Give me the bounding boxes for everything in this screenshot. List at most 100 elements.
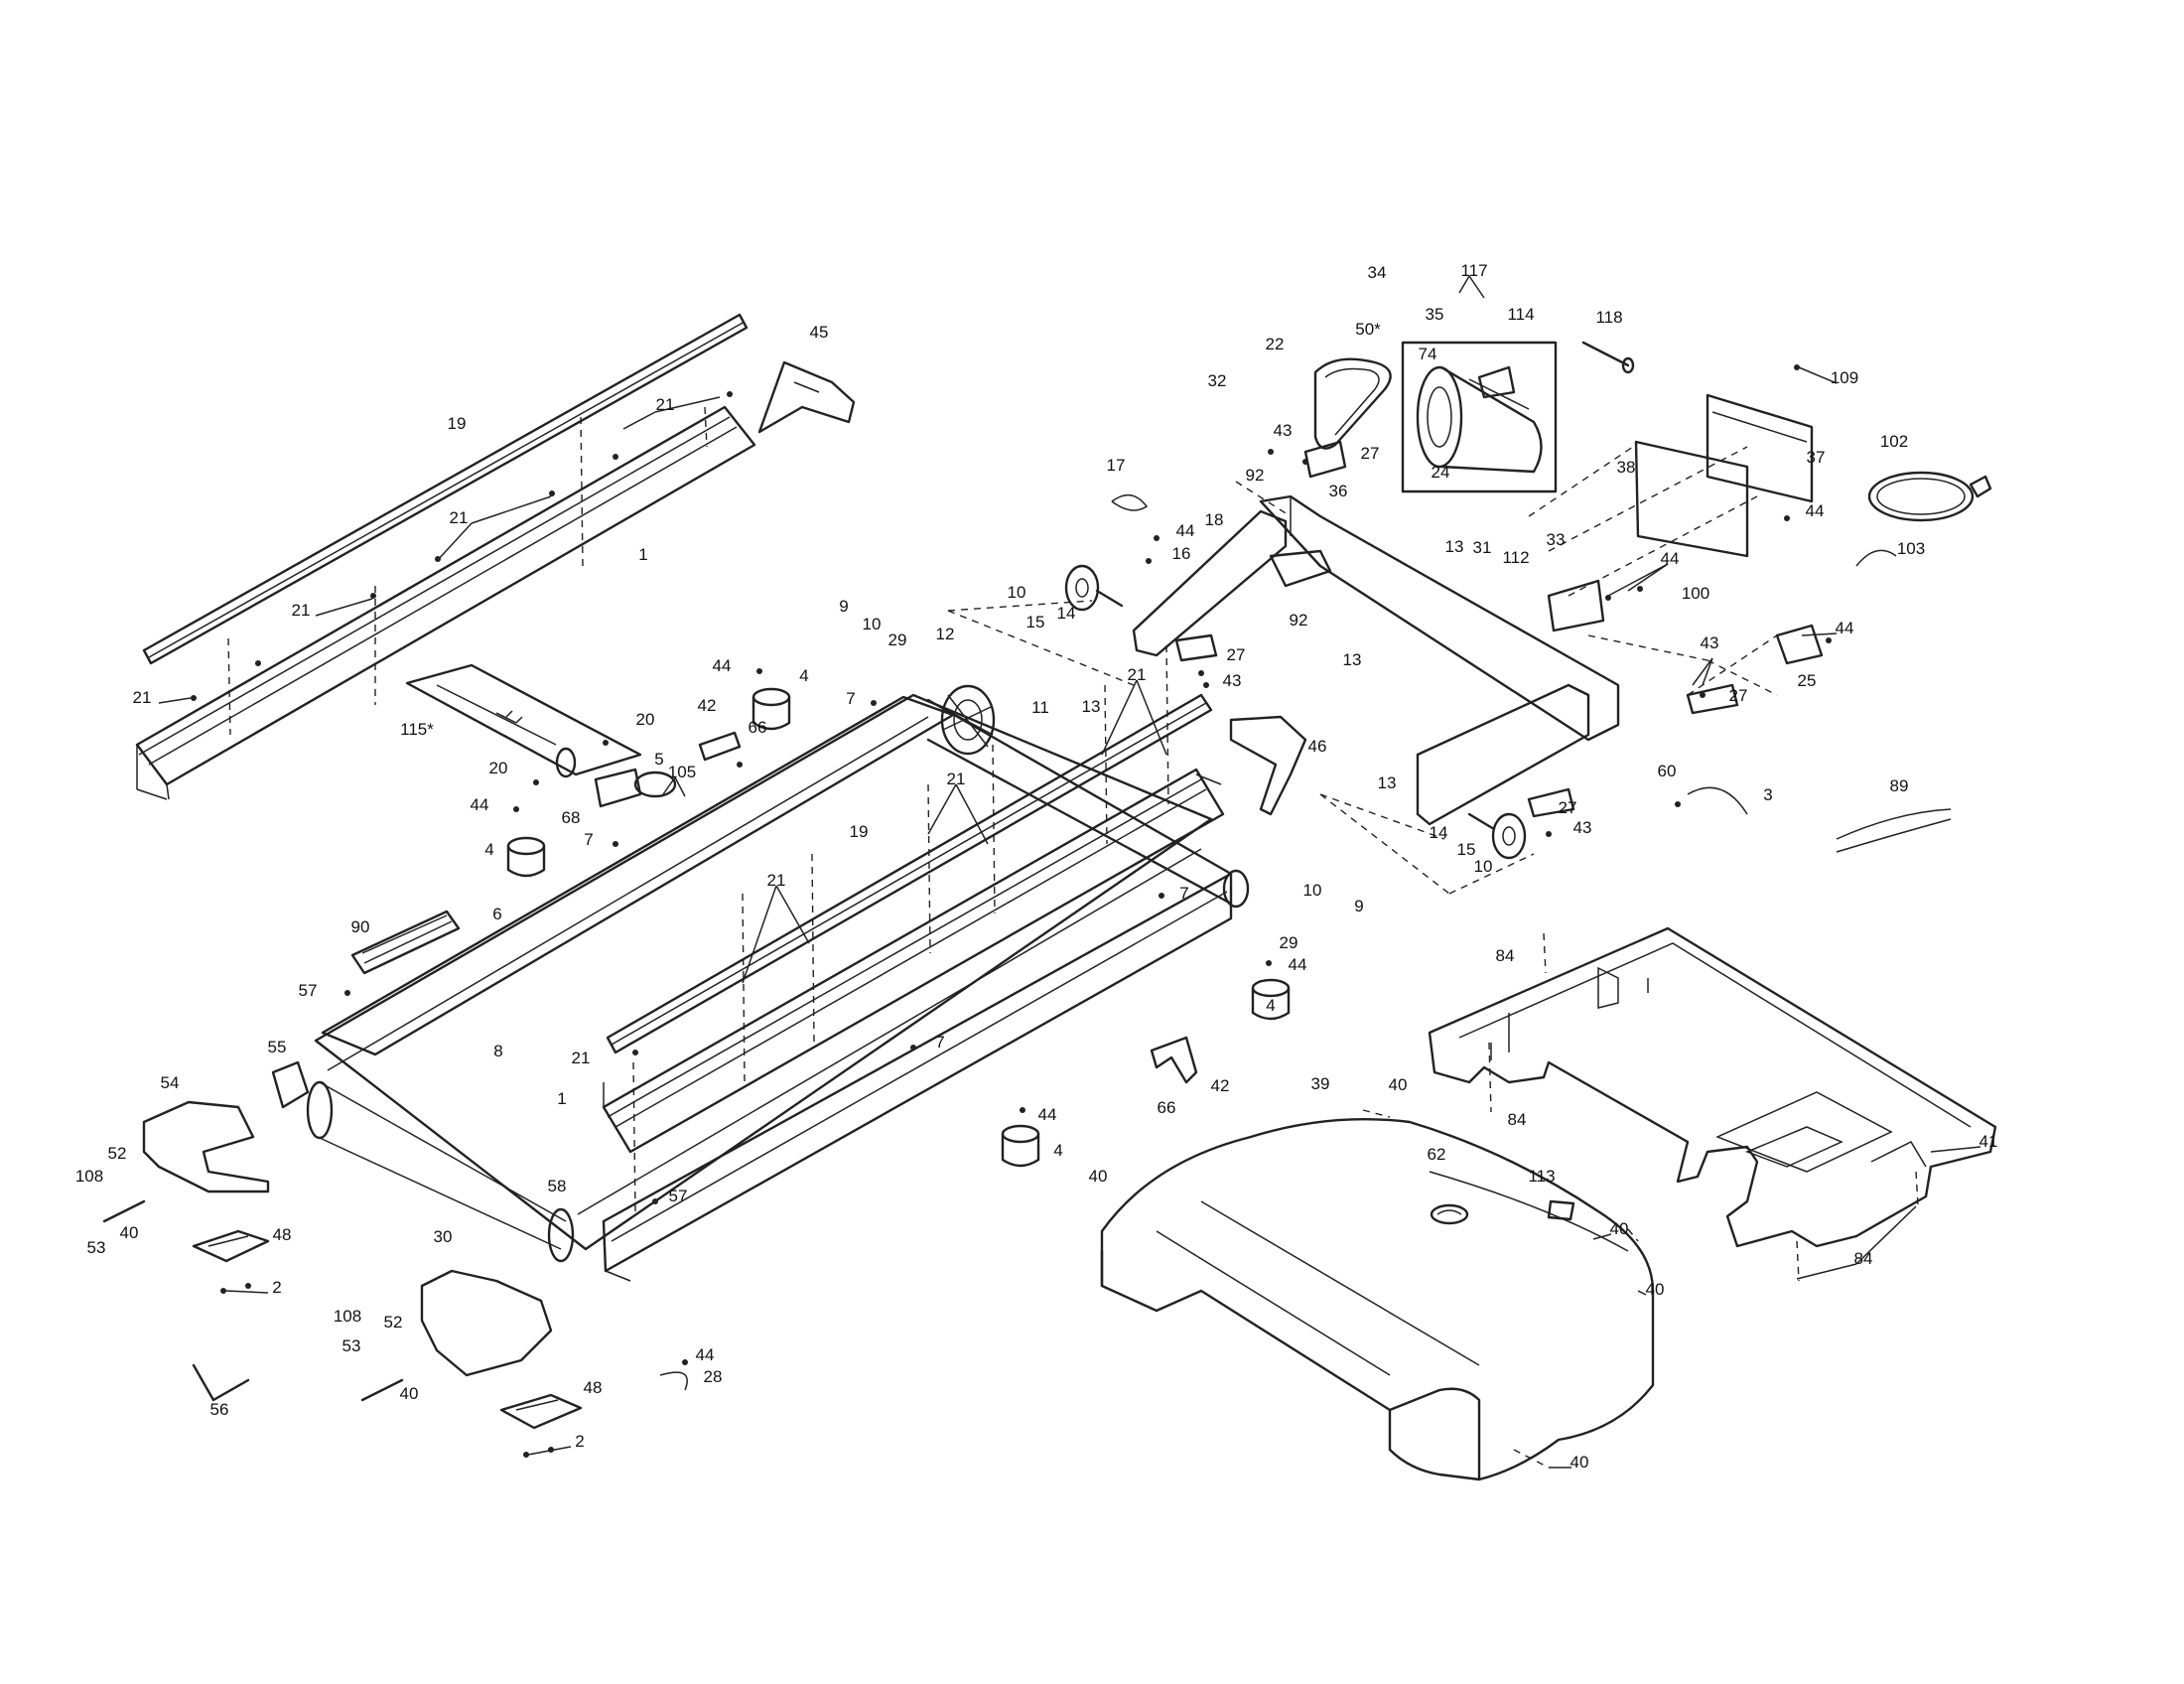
callout-9: 9 xyxy=(1354,897,1363,915)
center-side-rail-19 xyxy=(606,693,1213,1054)
callout-74: 74 xyxy=(1419,345,1437,363)
callout-27: 27 xyxy=(1361,444,1380,463)
frame-guide-lines xyxy=(947,446,1778,895)
endcap-30 xyxy=(420,1269,553,1377)
callout-42: 42 xyxy=(698,696,717,715)
hood-guide-lines xyxy=(1362,1109,1639,1469)
callout-37: 37 xyxy=(1807,448,1826,467)
callout-115star: 115* xyxy=(400,720,434,739)
base-41 xyxy=(1428,926,1997,1248)
callout-44: 44 xyxy=(1289,955,1307,974)
walking-belt-8 xyxy=(314,693,1213,1251)
callout-92: 92 xyxy=(1246,466,1265,485)
callout-53: 53 xyxy=(87,1238,106,1257)
callout-50star: 50* xyxy=(1355,320,1381,339)
bracket-27-right xyxy=(1686,683,1739,715)
callout-108: 108 xyxy=(334,1307,361,1326)
rail-screws-21 xyxy=(191,391,733,701)
callout-21: 21 xyxy=(133,688,152,707)
controller-37 xyxy=(1706,393,1814,503)
plate-5 xyxy=(633,771,677,798)
isolator-4-lower xyxy=(1001,1124,1040,1168)
callout-55: 55 xyxy=(268,1038,287,1056)
callout-44: 44 xyxy=(696,1345,715,1364)
callout-13: 13 xyxy=(1343,650,1362,669)
callout-54: 54 xyxy=(161,1073,180,1092)
callout-44: 44 xyxy=(1806,501,1825,520)
callout-44: 44 xyxy=(1836,619,1854,637)
callout-58: 58 xyxy=(548,1177,567,1195)
bracket-27-lower xyxy=(1527,787,1575,818)
callout-27: 27 xyxy=(1559,798,1577,817)
callout-43: 43 xyxy=(1274,421,1293,440)
bracket-68 xyxy=(594,768,642,808)
callout-44: 44 xyxy=(471,795,489,814)
motor-24 xyxy=(1416,365,1543,474)
callout-114: 114 xyxy=(1507,305,1534,324)
callout-28: 28 xyxy=(704,1367,723,1386)
bolt-53-right xyxy=(360,1378,404,1402)
callout-13: 13 xyxy=(1445,537,1464,556)
callout-33: 33 xyxy=(1547,530,1566,549)
hex-key-56 xyxy=(192,1363,250,1402)
callout-36: 36 xyxy=(1329,482,1348,500)
callout-16: 16 xyxy=(1172,544,1191,563)
callout-21: 21 xyxy=(572,1049,591,1067)
callout-113: 113 xyxy=(1528,1167,1555,1186)
fasteners xyxy=(220,364,1832,1458)
callout-44: 44 xyxy=(1038,1105,1057,1124)
callout-40: 40 xyxy=(1610,1219,1629,1238)
callout-29: 29 xyxy=(888,631,907,649)
callout-2: 2 xyxy=(575,1432,584,1451)
base-guide-lines xyxy=(1488,932,1919,1282)
circuit-breaker-25 xyxy=(1775,624,1824,665)
callout-10: 10 xyxy=(1008,583,1026,602)
callout-45: 45 xyxy=(810,323,829,342)
logo-62 xyxy=(1430,1203,1469,1225)
callout-90: 90 xyxy=(351,917,370,936)
callout-19: 19 xyxy=(448,414,467,433)
callout-7: 7 xyxy=(846,689,855,708)
bracket-27-mid xyxy=(1174,633,1218,662)
callout-15: 15 xyxy=(1457,840,1476,859)
callout-89: 89 xyxy=(1890,776,1909,795)
callout-7: 7 xyxy=(584,830,593,849)
callout-39: 39 xyxy=(1311,1074,1330,1093)
callout-66: 66 xyxy=(749,718,767,737)
callout-52: 52 xyxy=(384,1313,403,1332)
rear-guard-45 xyxy=(757,360,856,434)
callout-29: 29 xyxy=(1280,933,1298,952)
bolt-53-left xyxy=(102,1199,146,1223)
callout-109: 109 xyxy=(1831,368,1858,387)
callout-2: 2 xyxy=(272,1278,281,1297)
callout-30: 30 xyxy=(434,1227,453,1246)
bracket-42-lower xyxy=(1150,1036,1198,1084)
upper-frame-rail-1 xyxy=(135,405,756,800)
callout-9: 9 xyxy=(839,597,848,616)
cord-103 xyxy=(1855,549,1897,567)
ground-wire-28 xyxy=(659,1371,688,1391)
callout-20: 20 xyxy=(636,710,655,729)
callout-21: 21 xyxy=(767,871,786,890)
callout-112: 112 xyxy=(1502,548,1529,567)
callout-10: 10 xyxy=(1474,857,1493,876)
callout-21: 21 xyxy=(292,601,311,620)
callout-102: 102 xyxy=(1880,432,1908,451)
motor-box-50 xyxy=(1401,341,1558,493)
foot-48-right xyxy=(499,1393,583,1430)
drive-belt-22 xyxy=(1313,357,1392,450)
callout-62: 62 xyxy=(1428,1145,1446,1164)
callout-4: 4 xyxy=(484,840,493,859)
callout-21: 21 xyxy=(656,395,675,414)
callout-10: 10 xyxy=(1303,881,1322,900)
callout-12: 12 xyxy=(936,625,955,643)
callout-22: 22 xyxy=(1266,335,1285,353)
endcap-55 xyxy=(271,1060,310,1109)
callout-24: 24 xyxy=(1432,463,1450,482)
callout-4: 4 xyxy=(1266,996,1275,1015)
roller-15-lower xyxy=(1467,812,1527,860)
callout-117: 117 xyxy=(1460,261,1487,280)
belt-guard-90 xyxy=(350,910,461,975)
